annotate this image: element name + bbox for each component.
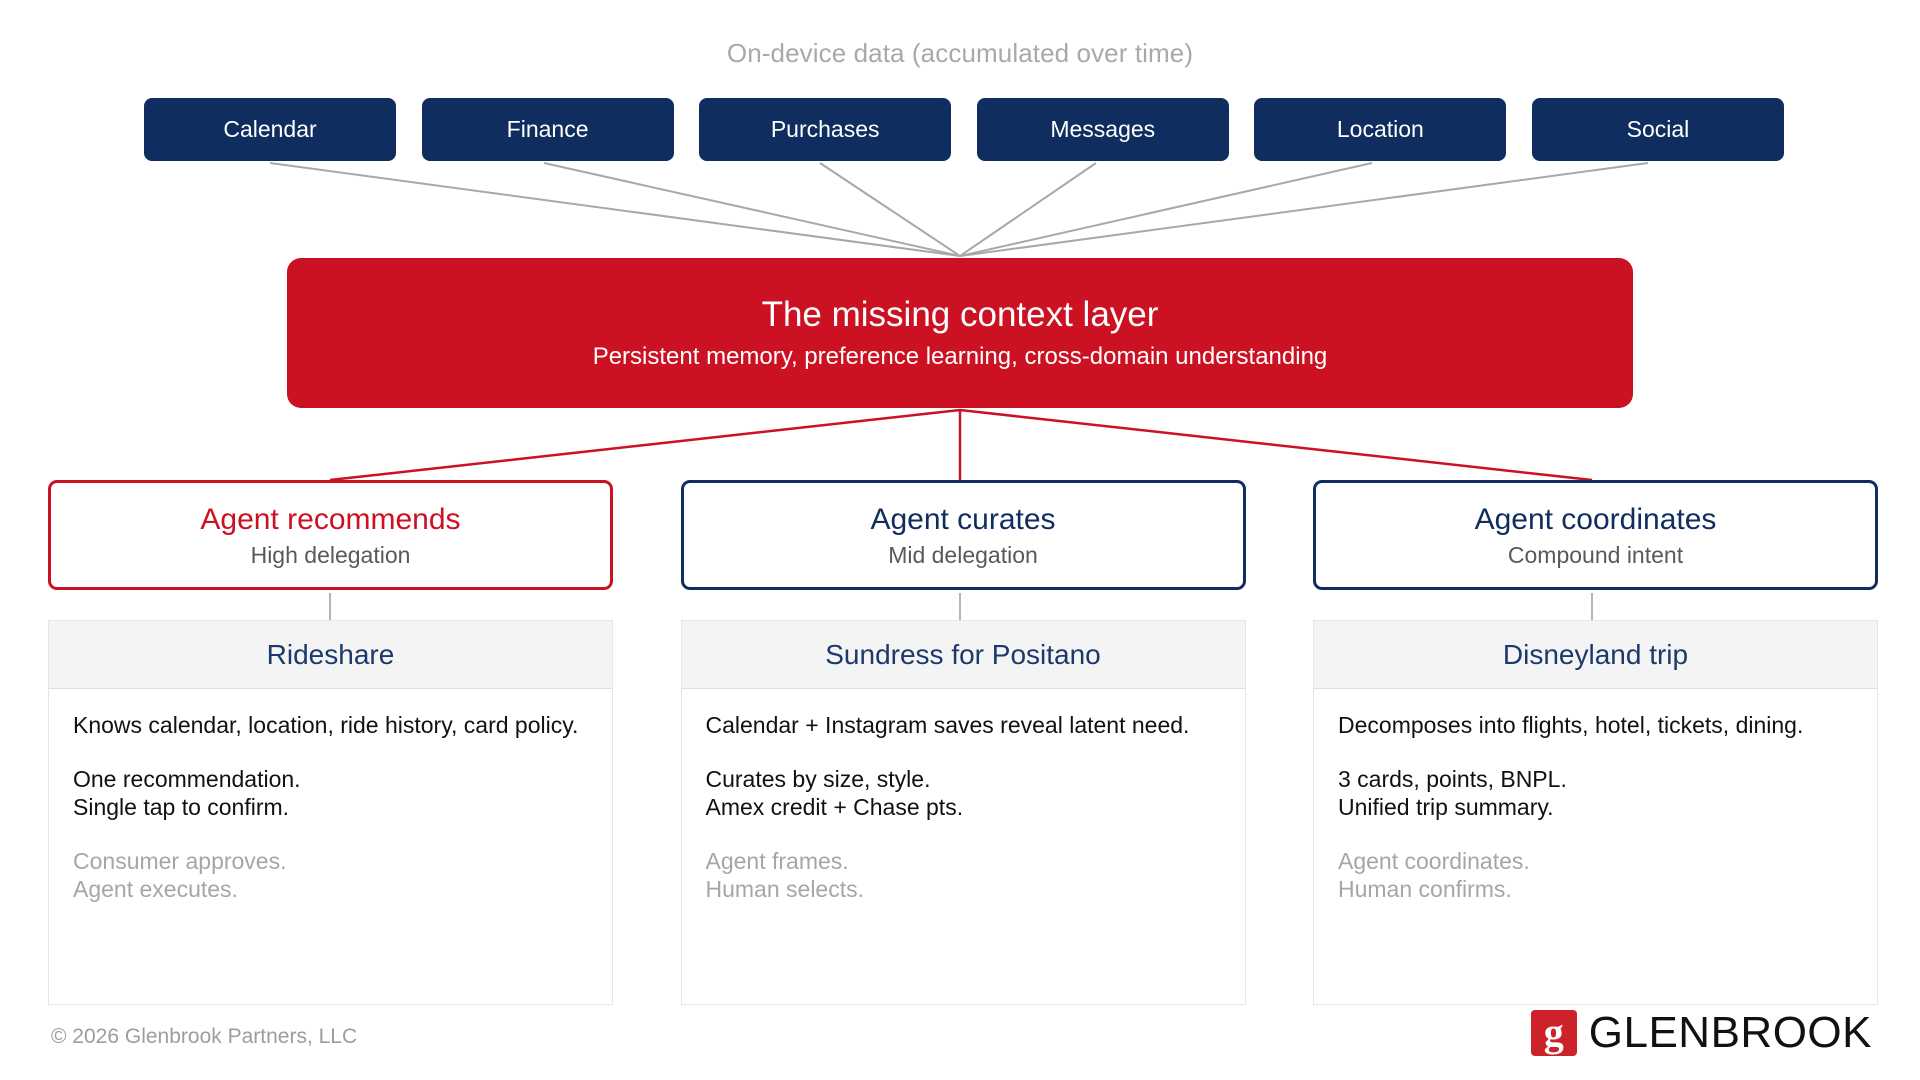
chip-purchases[interactable]: Purchases xyxy=(699,98,952,161)
context-layer-banner: The missing context layer Persistent mem… xyxy=(287,258,1633,408)
connector-messages xyxy=(959,162,1097,257)
card-paragraph-action: 3 cards, points, BNPL. Unified trip summ… xyxy=(1338,766,1567,821)
card-paragraph-roles: Agent frames. Human selects. xyxy=(705,848,865,903)
connector-finance xyxy=(543,162,961,257)
context-layer-subtitle: Persistent memory, preference learning, … xyxy=(592,342,1328,370)
chip-label: Calendar xyxy=(223,116,317,142)
mode-agent-recommends[interactable]: Agent recommends High delegation xyxy=(48,480,613,590)
card-disneyland-trip: Disneyland trip Decomposes into flights,… xyxy=(1313,620,1878,1005)
mode-subtitle: High delegation xyxy=(250,541,411,568)
mode-subtitle: Compound intent xyxy=(1507,541,1684,568)
connector-context-to-coordinates xyxy=(959,408,1593,482)
connector-location xyxy=(959,162,1373,257)
card-paragraph-capability: Knows calendar, location, ride history, … xyxy=(73,712,579,738)
context-layer-title: The missing context layer xyxy=(761,295,1159,335)
connector-purchases xyxy=(819,162,961,257)
card-paragraph-roles: Agent coordinates. Human confirms. xyxy=(1338,848,1530,903)
brand-logo: g GLENBROOK xyxy=(1530,1008,1872,1058)
card-paragraph-action: One recommendation. Single tap to confir… xyxy=(73,766,301,821)
chip-label: Finance xyxy=(506,116,589,142)
mode-agent-coordinates[interactable]: Agent coordinates Compound intent xyxy=(1313,480,1878,590)
chip-label: Location xyxy=(1336,116,1424,142)
agent-mode-row: Agent recommends High delegation Agent c… xyxy=(48,480,1878,590)
card-paragraph-capability: Calendar + Instagram saves reveal latent… xyxy=(705,712,1190,738)
card-sundress-for-positano: Sundress for Positano Calendar + Instagr… xyxy=(680,620,1246,1005)
connector-calendar xyxy=(269,162,961,257)
connector-context-to-recommends xyxy=(329,408,961,482)
card-heading: Rideshare xyxy=(49,621,612,689)
chip-location[interactable]: Location xyxy=(1254,98,1507,161)
card-body: Decomposes into flights, hotel, tickets,… xyxy=(1314,689,1877,1004)
chip-calendar[interactable]: Calendar xyxy=(144,98,396,161)
mode-agent-curates[interactable]: Agent curates Mid delegation xyxy=(680,480,1246,590)
card-body: Knows calendar, location, ride history, … xyxy=(49,689,612,1004)
card-heading: Sundress for Positano xyxy=(681,621,1245,689)
copyright-notice: © 2026 Glenbrook Partners, LLC xyxy=(51,1025,358,1048)
mode-subtitle: Mid delegation xyxy=(888,541,1038,568)
chip-label: Purchases xyxy=(770,116,880,142)
data-source-chip-row: Calendar Finance Purchases Messages Loca… xyxy=(144,98,1784,161)
card-rideshare: Rideshare Knows calendar, location, ride… xyxy=(48,620,613,1005)
card-paragraph-roles: Consumer approves. Agent executes. xyxy=(73,848,287,903)
card-body: Calendar + Instagram saves reveal latent… xyxy=(682,689,1245,1004)
card-paragraph-capability: Decomposes into flights, hotel, tickets,… xyxy=(1338,712,1804,738)
brand-wordmark: GLENBROOK xyxy=(1588,1008,1872,1057)
connector-social xyxy=(959,162,1649,257)
card-paragraph-action: Curates by size, style. Amex credit + Ch… xyxy=(705,766,964,821)
card-heading: Disneyland trip xyxy=(1314,621,1877,689)
mode-title: Agent curates xyxy=(870,502,1056,536)
chip-messages[interactable]: Messages xyxy=(976,98,1229,161)
glenbrook-g-icon: g xyxy=(1530,1010,1577,1056)
mode-title: Agent coordinates xyxy=(1474,502,1717,536)
chip-social[interactable]: Social xyxy=(1531,98,1784,161)
example-card-row: Rideshare Knows calendar, location, ride… xyxy=(48,620,1878,1005)
chip-finance[interactable]: Finance xyxy=(421,98,674,161)
chip-label: Social xyxy=(1626,116,1690,142)
page-caption: On-device data (accumulated over time) xyxy=(726,38,1194,68)
chip-label: Messages xyxy=(1050,116,1156,142)
mode-title: Agent recommends xyxy=(200,502,461,536)
